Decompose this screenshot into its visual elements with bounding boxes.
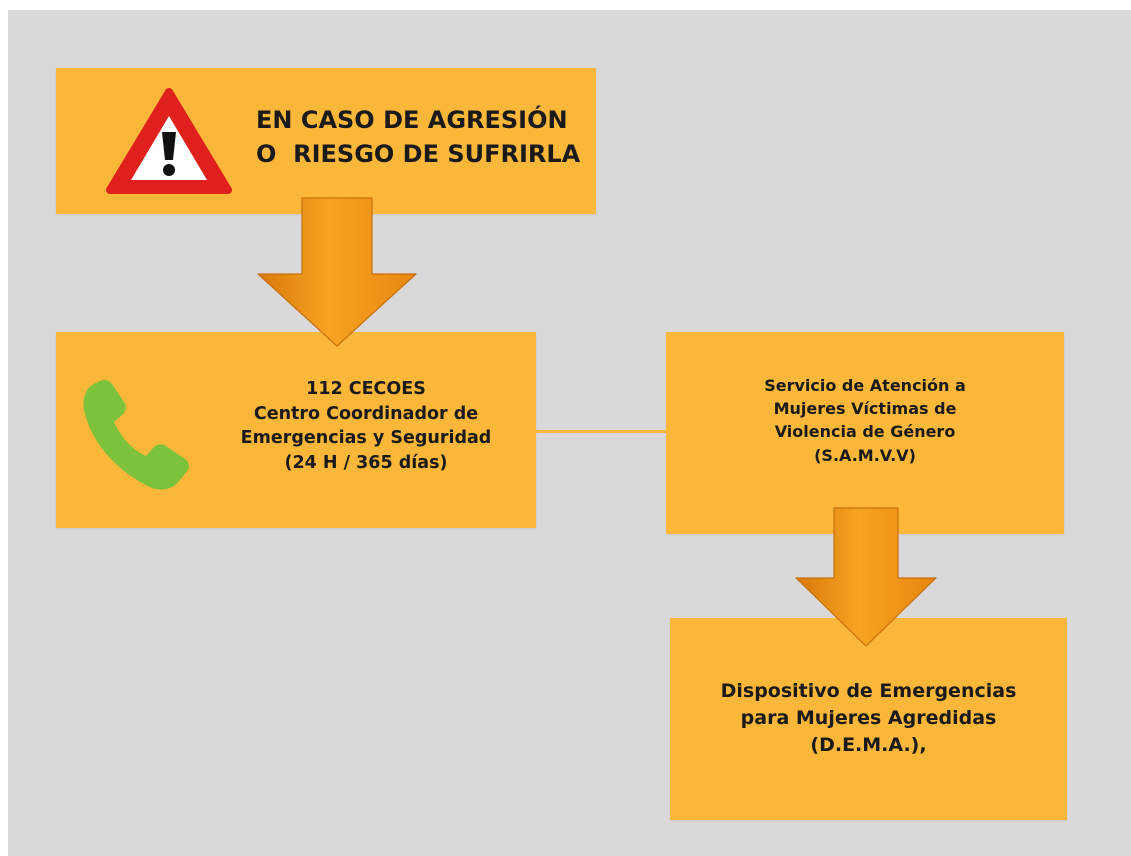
dema-line-1: Dispositivo de Emergencias [720,680,1017,702]
emergency-line-1: 112 CECOES [306,379,426,399]
emergency-line-2: Centro Coordinador de [253,403,479,424]
diagram-canvas: EN CASO DE AGRESIÓN O RIESGO DE SUFRIRLA… [8,10,1131,856]
alert-line-1: EN CASO DE AGRESIÓN [256,106,568,134]
samvv-line-3: Violencia de Género [774,422,956,442]
emergency-112-text: 112 CECOES Centro Coordinador de Emergen… [196,377,536,475]
emergency-line-4: (24 H / 365 días) [284,452,448,473]
alert-text: EN CASO DE AGRESIÓN O RIESGO DE SUFRIRLA [256,104,581,171]
samvv-box: Servicio de Atención a Mujeres Víctimas … [666,332,1064,534]
emergency-112-box: 112 CECOES Centro Coordinador de Emergen… [56,332,536,528]
warning-triangle-icon [106,88,232,194]
arrow-down-icon [795,507,937,647]
arrow-down-icon [257,197,417,347]
dema-line-3: (D.E.M.A.), [810,733,927,756]
dema-text: Dispositivo de Emergencias para Mujeres … [670,678,1067,759]
connector-line [536,430,666,433]
phone-icon [83,380,189,490]
dema-line-2: para Mujeres Agredidas [740,706,997,729]
alert-line-2: O RIESGO DE SUFRIRLA [256,139,581,168]
samvv-line-1: Servicio de Atención a [764,376,966,395]
emergency-line-3: Emergencias y Seguridad [240,428,492,448]
samvv-text: Servicio de Atención a Mujeres Víctimas … [666,374,1064,467]
samvv-line-2: Mujeres Víctimas de [773,399,957,419]
alert-box: EN CASO DE AGRESIÓN O RIESGO DE SUFRIRLA [56,68,596,214]
dema-box: Dispositivo de Emergencias para Mujeres … [670,618,1067,820]
samvv-line-4: (S.A.M.V.V) [814,445,916,465]
